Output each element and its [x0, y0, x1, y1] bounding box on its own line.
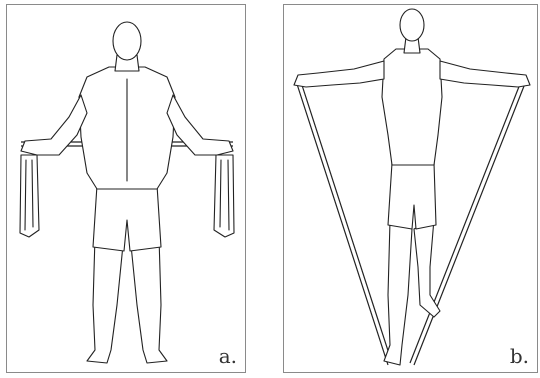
band-left-outer	[296, 81, 388, 365]
band-left-inner	[300, 79, 392, 363]
leg-left	[384, 221, 412, 365]
panel-b: b.	[283, 4, 538, 373]
panel-a: a.	[6, 4, 246, 373]
head	[113, 22, 141, 60]
torso	[382, 49, 442, 165]
figure-band-raise	[284, 5, 538, 373]
head	[400, 9, 424, 41]
leg-right	[131, 237, 167, 363]
shorts	[93, 185, 161, 251]
figure-label: b.	[510, 344, 529, 368]
leg-left	[87, 237, 123, 363]
towel-end-right	[214, 155, 234, 237]
arm-right	[440, 61, 530, 87]
figure-label: a.	[219, 344, 237, 368]
shorts	[388, 163, 436, 229]
figure-towel-stretch	[7, 5, 246, 373]
arm-left	[294, 61, 384, 87]
towel-end-left	[20, 155, 39, 237]
leg-right	[414, 219, 440, 317]
